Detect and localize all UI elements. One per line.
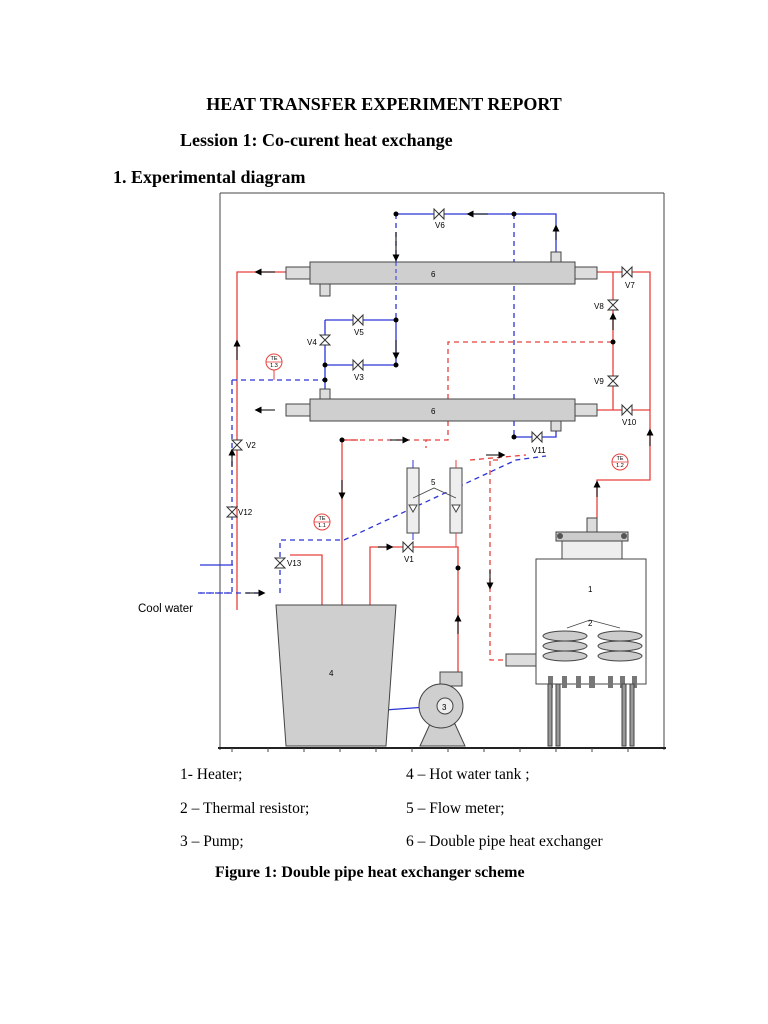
section-heading: 1. Experimental diagram	[113, 167, 306, 187]
tank-label: 4	[329, 669, 334, 678]
figure-caption: Figure 1: Double pipe heat exchanger sch…	[215, 864, 525, 881]
pump: 3	[418, 671, 466, 747]
junction-dots	[322, 211, 616, 571]
hot-return-lines	[342, 341, 613, 661]
temperature-sensor-te12: TE 1.2	[611, 453, 629, 471]
heater-label: 1	[588, 585, 593, 594]
hot-water-tank: 4	[275, 604, 397, 747]
resistor-label: 2	[588, 619, 593, 628]
heat-exchanger-bottom: 6	[285, 388, 598, 432]
flow-meter-label: 5	[431, 478, 436, 487]
te11-tag: TE	[318, 516, 325, 522]
te13-tag: TE	[270, 356, 277, 362]
legend-hot-water-tank: 4 – Hot water tank ;	[406, 766, 530, 783]
valve-v13-label: V13	[287, 559, 302, 568]
flow-meter: 5	[406, 460, 463, 547]
te13-number: 1.3	[270, 363, 278, 369]
flow-arrows	[228, 210, 654, 714]
valve-v6-label: V6	[435, 221, 445, 230]
heat-exchanger-top: 6	[285, 251, 598, 297]
valve-v3-label: V3	[354, 373, 364, 382]
valve-v9-label: V9	[594, 377, 604, 386]
valve-v11-label: V11	[532, 446, 546, 455]
valve-v2-label: V2	[246, 441, 256, 450]
temperature-sensor-te11: TE 1.1	[313, 513, 331, 531]
cold-return-lines	[198, 214, 547, 711]
valve-v8-label: V8	[594, 302, 604, 311]
valve-v12-label: V12	[238, 508, 253, 517]
valve-v7-label: V7	[625, 281, 635, 290]
legend-flow-meter: 5 – Flow meter;	[406, 800, 505, 817]
heater: 1 2	[505, 517, 647, 747]
valve-v1-label: V1	[404, 555, 414, 564]
exchanger-bottom-label: 6	[431, 407, 436, 416]
valve-v10-label: V10	[622, 418, 637, 427]
ruler-ticks	[231, 748, 629, 752]
valve-v4-label: V4	[307, 338, 317, 347]
temperature-sensor-te13: TE 1.3	[265, 353, 283, 380]
legend-exchanger: 6 – Double pipe heat exchanger	[406, 833, 603, 850]
te11-number: 1.1	[318, 523, 326, 529]
cool-water-label: Cool water	[138, 603, 193, 615]
report-title: HEAT TRANSFER EXPERIMENT REPORT	[206, 94, 562, 114]
legend-pump: 3 – Pump;	[180, 833, 244, 850]
valve-labels: V6 V5 V3 V4 V7 V8 V9 V10 V2 V11 V12 V13 …	[238, 221, 637, 568]
valve-v5-label: V5	[354, 328, 364, 337]
te12-tag: TE	[616, 456, 623, 462]
diagram-frame	[218, 192, 666, 750]
legend-thermal-resistor: 2 – Thermal resistor;	[180, 800, 310, 817]
legend-heater: 1- Heater;	[180, 766, 243, 783]
exchanger-top-label: 6	[431, 270, 436, 279]
lesson-heading: Lession 1: Co-curent heat exchange	[180, 130, 453, 150]
pump-label: 3	[442, 703, 447, 712]
te12-number: 1.2	[616, 463, 624, 469]
valves	[225, 207, 633, 569]
